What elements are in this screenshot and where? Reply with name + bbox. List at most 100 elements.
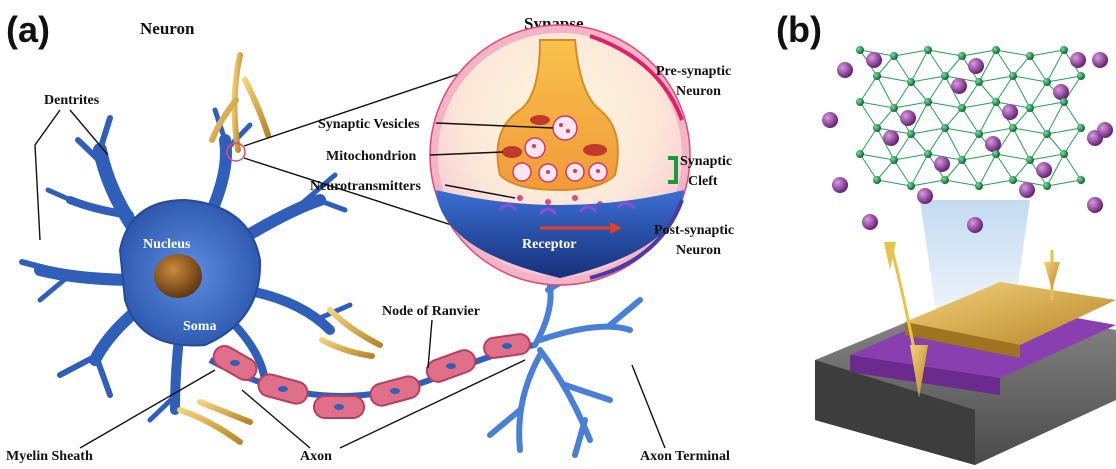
lattice-bond (1030, 102, 1064, 108)
lattice-bond (928, 50, 962, 56)
green-atom (890, 52, 898, 60)
purple-atom (1036, 162, 1052, 178)
lattice-bond (996, 50, 1030, 56)
green-atom (1026, 156, 1034, 164)
purple-atom (1070, 52, 1086, 68)
green-atom (924, 98, 932, 106)
lattice-bond (1013, 76, 1047, 82)
purple-atom (1002, 104, 1018, 120)
lattice-bond (979, 102, 996, 134)
panel-label-a: (a) (6, 9, 50, 50)
green-atom (924, 150, 932, 158)
lattice-bond (894, 50, 928, 56)
lattice-bond (1030, 56, 1047, 82)
green-atom (856, 46, 864, 54)
purple-atom (837, 62, 853, 78)
lattice-bond (928, 50, 945, 76)
post-synaptic-neuron-label: Neuron (676, 243, 721, 258)
purple-atom (968, 58, 984, 74)
nucleus (154, 254, 202, 298)
green-atom (856, 150, 864, 158)
lattice-bond (1030, 50, 1064, 56)
lattice-bond (894, 102, 928, 108)
myelin-sheath-label: Myelin Sheath (6, 449, 93, 464)
lattice-bond (1030, 108, 1047, 134)
green-atom (873, 176, 881, 184)
lattice-bond (1064, 154, 1081, 180)
neurotransmitters-label: Neurotransmitters (310, 179, 421, 194)
lattice-bond (1013, 128, 1047, 134)
receptor-label: Receptor (522, 237, 576, 252)
lattice-bond (979, 154, 996, 186)
lattice-bond (928, 128, 945, 154)
purple-atom (951, 78, 967, 94)
lattice-bond (860, 76, 877, 102)
green-atom (1060, 150, 1068, 158)
lattice-bond (1030, 154, 1064, 160)
lattice-bond (979, 180, 1013, 186)
lattice-bond (1047, 50, 1064, 82)
lattice-bond (928, 102, 945, 128)
axon-label: Axon (300, 449, 332, 464)
green-atom (958, 52, 966, 60)
green-atom (992, 46, 1000, 54)
panel-label-b: (b) (776, 9, 822, 50)
axon-terminal (490, 262, 640, 455)
green-atom (856, 98, 864, 106)
lattice-bond (1064, 128, 1081, 154)
green-atom (975, 130, 983, 138)
green-atom (907, 78, 915, 86)
pre-synaptic-neuron-label: Neuron (676, 84, 721, 99)
lattice-bond (877, 76, 894, 108)
green-atom (941, 124, 949, 132)
lattice-bond (996, 50, 1013, 76)
lattice-bond (996, 154, 1013, 180)
lattice-bond (911, 128, 945, 134)
purple-atom (900, 110, 916, 126)
lattice-bond (860, 154, 877, 180)
lattice-bond (945, 128, 962, 160)
purple-atom (1019, 182, 1035, 198)
lattice-bond (1013, 76, 1030, 108)
green-atom (907, 130, 915, 138)
lattice-bond (877, 180, 911, 186)
lattice-bond (1047, 76, 1081, 82)
green-atom (873, 124, 881, 132)
axon-terminal-label: Axon Terminal (640, 449, 730, 464)
green-atom (1060, 98, 1068, 106)
purple-atom (1053, 84, 1069, 100)
green-atom (975, 182, 983, 190)
lattice-bond (1064, 102, 1081, 128)
lattice-bond (962, 102, 996, 108)
lattice-bond (962, 50, 996, 56)
green-atom (890, 156, 898, 164)
green-atom (1077, 72, 1085, 80)
lattice-bond (911, 50, 928, 82)
purple-atom (985, 136, 1001, 152)
purple-atom (967, 217, 983, 233)
green-atom (975, 78, 983, 86)
green-atom (958, 156, 966, 164)
green-atom (941, 72, 949, 80)
green-atom (941, 176, 949, 184)
lattice-bond (860, 102, 894, 108)
lattice-bond (979, 128, 1013, 134)
purple-atom (917, 188, 933, 204)
dentrites-label: Dentrites (44, 93, 100, 108)
green-atom (924, 46, 932, 54)
purple-atom (934, 156, 950, 172)
lattice-bond (911, 76, 945, 82)
purple-atom (822, 112, 838, 128)
lattice-bond (894, 160, 911, 186)
myelin-sheath (210, 333, 532, 418)
lattice-bond (962, 134, 979, 160)
lattice-bond (928, 76, 945, 102)
green-atom (1009, 176, 1017, 184)
green-atom (1043, 78, 1051, 86)
synaptic-label: Synaptic (680, 154, 732, 169)
purple-atom (1087, 197, 1103, 213)
lattice-bond (928, 102, 962, 108)
lattice-bond (1030, 134, 1047, 160)
green-atom (1043, 130, 1051, 138)
